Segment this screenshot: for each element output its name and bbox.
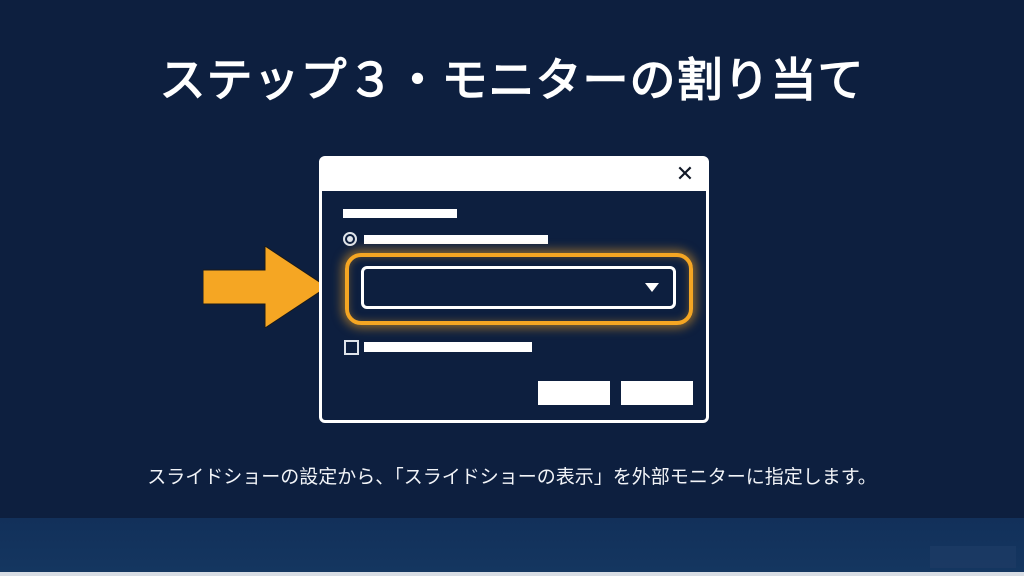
monitor-select-dropdown[interactable] <box>361 266 676 309</box>
cancel-button[interactable] <box>621 381 693 405</box>
chevron-down-icon <box>645 283 659 292</box>
ok-button[interactable] <box>538 381 610 405</box>
dialog-titlebar: ✕ <box>322 159 706 191</box>
slide-title: ステップ３・モニターの割り当て <box>159 53 865 107</box>
arrow-right-icon <box>203 246 327 328</box>
slide-caption: スライドショーの設定から、「スライドショーの表示」を外部モニターに指定します。 <box>147 466 877 488</box>
footer-chip <box>930 546 1016 568</box>
close-icon[interactable]: ✕ <box>675 162 695 187</box>
footer-edge <box>0 572 1024 576</box>
monitor-settings-dialog: ✕ <box>319 156 709 423</box>
checkbox-unchecked[interactable] <box>344 340 359 355</box>
slide: ステップ３・モニターの割り当て ✕ スライドショーの設定から、「スライドショーの… <box>147 53 877 488</box>
checkbox-label-placeholder <box>364 342 532 352</box>
section-heading-placeholder <box>343 209 457 218</box>
radio-button-selected[interactable] <box>343 232 357 246</box>
highlight-glow <box>345 253 693 325</box>
footer-band <box>0 518 1024 572</box>
radio-label-placeholder <box>364 235 548 244</box>
